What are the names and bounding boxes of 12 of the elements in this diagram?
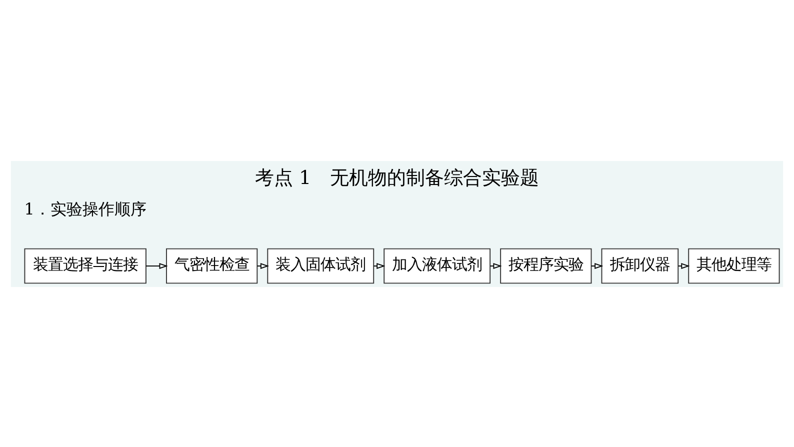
node-box: 加入液体试剂 — [384, 248, 491, 284]
arrow — [256, 262, 270, 269]
node-box: 气密性检查 — [166, 248, 258, 284]
arrow — [146, 262, 168, 269]
node-box: 其他处理等 — [688, 248, 780, 284]
node-box: 装置选择与连接 — [24, 248, 146, 284]
node-box: 拆卸仪器 — [601, 248, 679, 284]
node-box: 按程序实验 — [500, 248, 592, 284]
node-box: 装入固体试剂 — [267, 248, 374, 284]
diagram-title: 考点 1 无机物的制备综合实验题 — [254, 165, 540, 188]
arrow — [490, 262, 502, 269]
label: 1．实验操作顺序 — [24, 199, 147, 218]
